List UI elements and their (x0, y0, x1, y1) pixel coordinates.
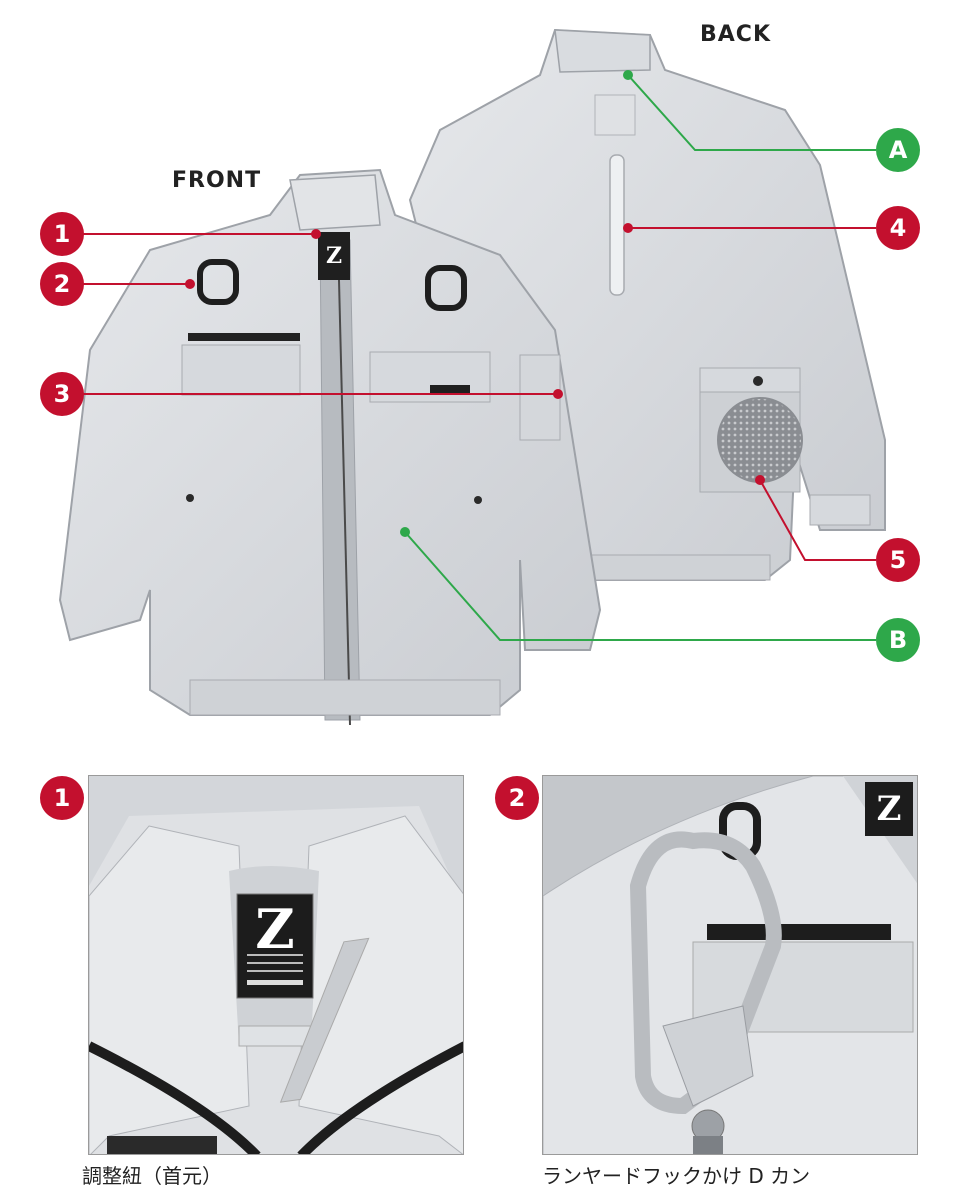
detail-badge-2: 2 (495, 776, 539, 820)
front-label: FRONT (172, 168, 262, 193)
jacket-back (408, 28, 886, 581)
callout-badge-4: 4 (876, 206, 920, 250)
svg-text:Z: Z (877, 789, 902, 829)
svg-text:Z: Z (255, 897, 294, 961)
detail-badge-1: 1 (40, 776, 84, 820)
callout-points (185, 70, 765, 537)
fan-mesh-circle (717, 397, 803, 483)
collar-closeup: Z (89, 776, 463, 1154)
svg-text:Z: Z (326, 243, 342, 269)
detail-photo-dring: Z (542, 775, 918, 1155)
callout-badge-1: 1 (40, 212, 84, 256)
detail-photo-collar: Z (88, 775, 464, 1155)
jacket-front: Z (58, 168, 602, 726)
jacket-illustration: Z (58, 28, 886, 726)
detail-caption-2: ランヤードフックかけ D カン (542, 1164, 811, 1188)
callout-badge-a: A (876, 128, 920, 172)
detail-caption-1: 調整紐（首元） (82, 1164, 222, 1188)
neck-label (318, 232, 350, 280)
back-label: BACK (700, 22, 771, 47)
callout-badge-3: 3 (40, 372, 84, 416)
brand-label-small (865, 782, 913, 836)
callout-badge-b: B (876, 618, 920, 662)
callout-badge-5: 5 (876, 538, 920, 582)
dring-closeup: Z (543, 776, 917, 1154)
callout-lines (82, 74, 876, 641)
callout-badge-2: 2 (40, 262, 84, 306)
